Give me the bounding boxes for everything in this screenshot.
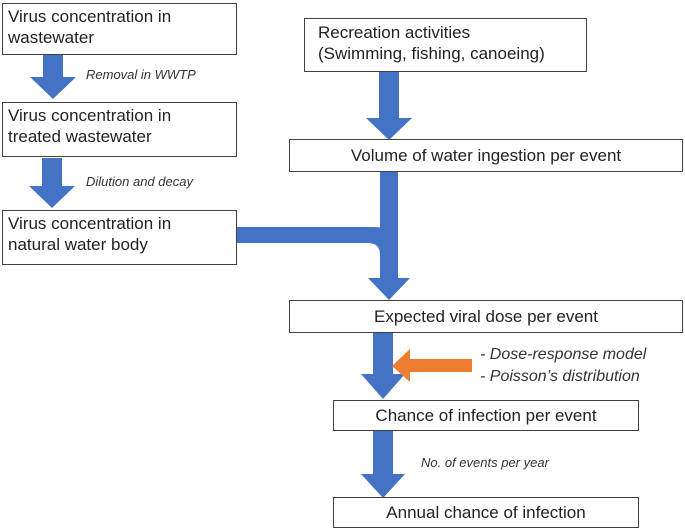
box-water-ingestion-label: Volume of water ingestion per event [350,146,622,165]
box-annual-infection: Annual chance of infection [333,497,639,528]
box-water-ingestion: Volume of water ingestion per event [289,139,683,172]
arrow-models [392,349,472,382]
box-virus-natural-line1: Virus concentration in [8,214,172,233]
box-virus-treated-line1: Virus concentration in [8,106,172,125]
arrow-recreation [366,72,412,140]
arrow-events [361,431,405,498]
box-recreation-line2: (Swimming, fishing, canoeing) [318,44,545,63]
box-virus-wastewater-line2: wastewater [8,28,94,47]
arrow-dose-response [361,332,405,399]
note-removal: Removal in WWTP [86,67,196,82]
box-viral-dose-label: Expected viral dose per event [374,307,598,326]
connector-natural [236,227,398,270]
box-viral-dose: Expected viral dose per event [289,300,683,333]
box-virus-treated-line2: treated wastewater [8,127,152,146]
note-events-per-year: No. of events per year [421,455,549,470]
box-annual-infection-label: Annual chance of infection [386,503,586,522]
box-infection-event: Chance of infection per event [333,400,639,431]
box-recreation-line1: Recreation activities [318,23,471,42]
box-virus-wastewater-line1: Virus concentration in [8,7,172,26]
arrow-to-dose [368,258,410,300]
box-recreation: Recreation activities (Swimming, fishing… [304,18,587,72]
box-infection-event-label: Chance of infection per event [375,406,597,425]
arrow-removal [30,55,76,99]
box-virus-natural: Virus concentration in natural water bod… [2,210,237,265]
box-virus-wastewater: Virus concentration in wastewater [2,3,237,55]
note-dose-response: - Dose-response model [480,346,647,363]
note-poisson: - Poisson’s distribution [480,368,640,385]
note-dilution: Dilution and decay [86,174,193,189]
arrow-dilution [29,158,75,208]
box-virus-treated: Virus concentration in treated wastewate… [2,102,237,157]
box-virus-natural-line2: natural water body [8,235,148,254]
